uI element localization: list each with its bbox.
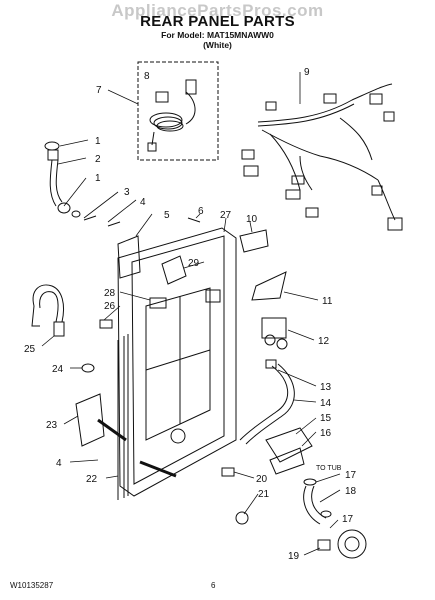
pump-bracket-part [251,271,287,301]
fill-hose-part [239,359,295,445]
callout-label: 6 [198,206,204,217]
spring-rod-part [97,418,177,478]
callout-label: 24 [52,364,64,375]
callout-label: 17 [342,514,354,525]
callout-label: 19 [288,551,300,562]
drain-pump-part [265,427,313,475]
callout-label: 17 [345,470,357,481]
callout-label: 28 [104,288,116,299]
terminal-block-part [149,297,167,309]
callout-label: 3 [124,187,130,198]
callout-label: 4 [56,458,62,469]
callout-label: 29 [188,258,200,269]
callout-label: 1 [95,173,101,184]
callout-label: 11 [322,296,333,307]
callout-label: 1 [95,136,101,147]
callout-label: 27 [220,210,232,221]
wire-harness-part [241,83,403,231]
hose-clamp-part [81,363,95,373]
callout-label: 13 [320,382,332,393]
drain-hose-part [31,284,65,337]
callout-label: 2 [95,154,101,165]
callout-label: 25 [24,344,36,355]
grommet-part [235,511,249,525]
inlet-hose-fitting [44,141,81,218]
power-cord-part [147,79,197,152]
screw-part [107,221,121,227]
mounting-bracket-part [239,229,269,253]
to-tub-label: TO TUB [316,465,342,472]
callout-label: 9 [304,67,310,78]
bracket-part [117,235,141,279]
callout-labels: 1 2 1 3 4 5 6 27 10 7 8 9 29 28 26 11 12… [24,67,357,562]
callout-label: 8 [144,71,150,82]
callout-label: 14 [320,398,332,409]
rear-panel-part [117,227,237,497]
screw-part [187,217,201,223]
callout-label: 5 [164,210,170,221]
screw-part [83,215,97,221]
callout-label: 15 [320,413,332,424]
callout-label: 18 [345,486,357,497]
callout-label: 12 [318,336,330,347]
callout-label: 16 [320,428,332,439]
drain-fitting-part [303,478,367,559]
model-line: For Model: MAT15MNAWW0 [161,30,274,40]
callout-label: 22 [86,474,98,485]
leg-bracket-part [75,393,105,447]
callout-label: 21 [258,489,270,500]
power-cord-group-box [137,61,219,161]
callout-label: 10 [246,214,258,225]
callout-label: 4 [140,197,146,208]
model-variant: (White) [203,40,232,50]
watermark: AppliancePartsPros.com [111,1,324,20]
side-channel-part [117,334,129,500]
callout-label: 7 [96,85,102,96]
callout-label: 26 [104,301,116,312]
part-number: W10135287 [10,581,54,590]
callout-label: 20 [256,474,268,485]
page-number: 6 [211,581,216,590]
clip-part [221,467,235,477]
water-valve-part [261,317,288,350]
callout-label: 23 [46,420,58,431]
lid-switch-part [161,255,187,285]
diagram-title: REAR PANEL PARTS [140,13,295,30]
leader-lines [41,72,341,556]
wire-clip-part [99,319,113,329]
